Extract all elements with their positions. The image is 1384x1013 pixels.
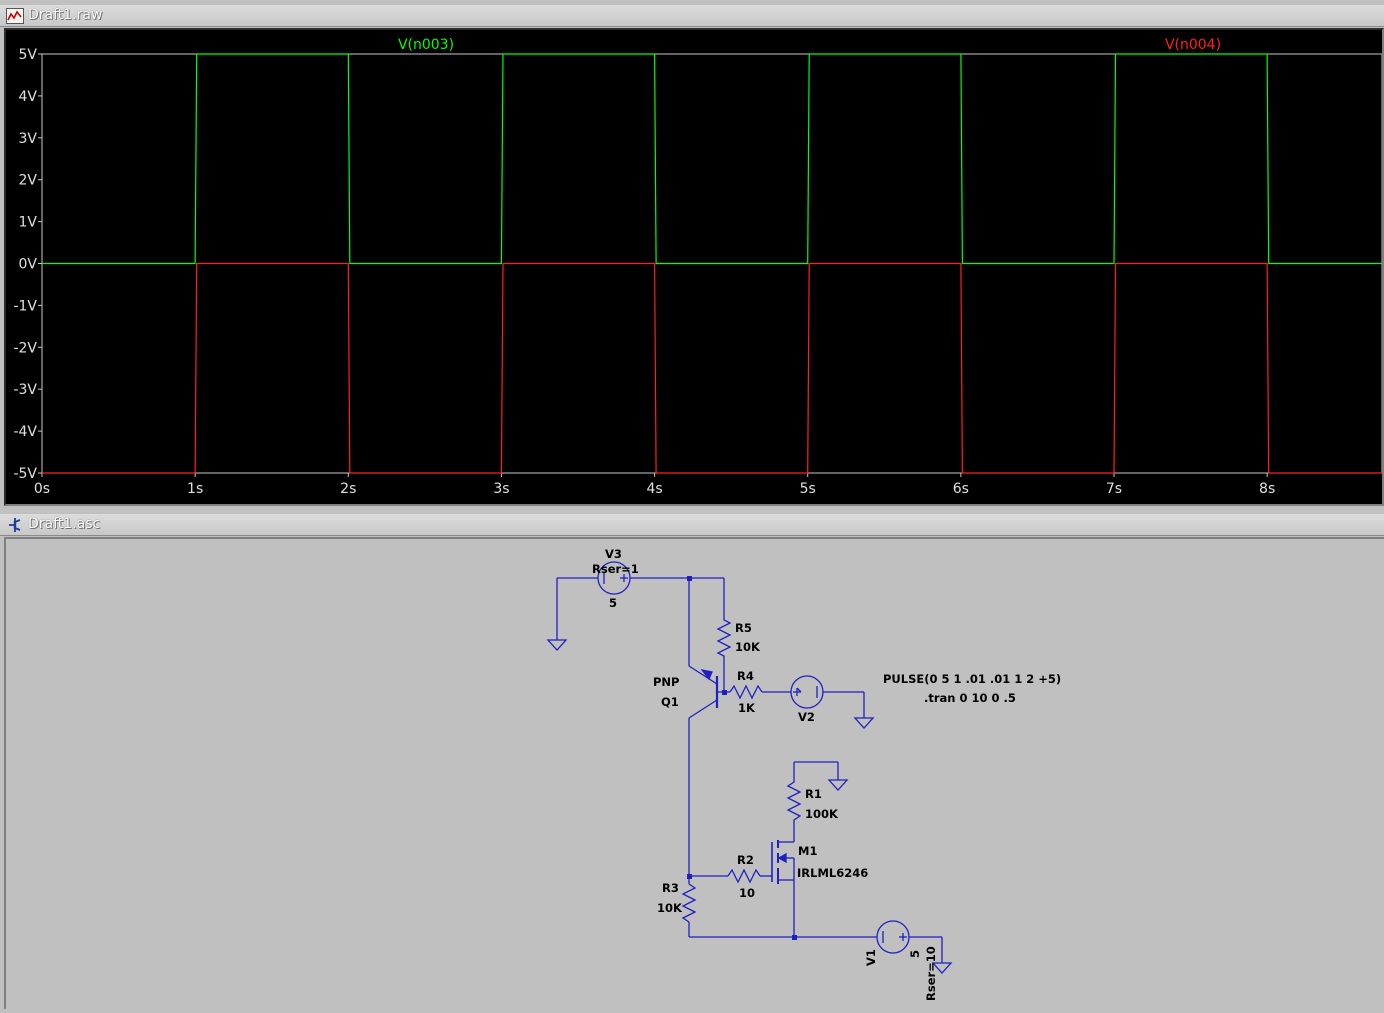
v1-name-label: V1 xyxy=(864,949,878,966)
trace-label-vn004[interactable]: V(n004) xyxy=(1165,37,1221,53)
q1-emitter-arrow xyxy=(700,669,713,681)
x-tick-label: 3s xyxy=(493,481,509,497)
v2-name-label: V2 xyxy=(798,710,815,724)
y-tick-label: -4V xyxy=(13,424,37,440)
r1-value-label: 100K xyxy=(805,807,839,821)
v3-source[interactable] xyxy=(597,561,631,595)
y-tick-label: 4V xyxy=(19,89,38,105)
r4-value-label: 1K xyxy=(738,701,756,715)
x-tick-label: 1s xyxy=(187,481,203,497)
v1-source[interactable] xyxy=(876,920,910,954)
m1-name-label: M1 xyxy=(798,844,817,858)
m1-body-arrow xyxy=(777,852,787,864)
y-tick-label: 0V xyxy=(19,257,38,273)
r2-resistor[interactable] xyxy=(727,868,761,884)
waveform-icon xyxy=(6,8,24,24)
y-tick-label: -3V xyxy=(13,382,37,398)
v2-source[interactable] xyxy=(790,675,824,709)
schematic-icon xyxy=(9,518,21,532)
ground-symbol xyxy=(931,962,953,974)
schematic-window-title: Draft1.asc xyxy=(28,516,101,532)
junction-dot xyxy=(722,690,727,695)
x-tick-label: 8s xyxy=(1259,481,1275,497)
y-tick-label: -1V xyxy=(13,298,37,314)
x-tick-label: 7s xyxy=(1106,481,1122,497)
plot-traces xyxy=(42,53,1382,474)
ground-symbol xyxy=(546,639,568,651)
ground-symbol xyxy=(853,717,875,729)
r2-name-label: R2 xyxy=(737,853,754,867)
junction-dot xyxy=(687,576,692,581)
r4-resistor[interactable] xyxy=(729,684,763,700)
tran-directive-label[interactable]: .tran 0 10 0 .5 xyxy=(924,691,1016,705)
x-tick-label: 4s xyxy=(646,481,662,497)
junction-dot xyxy=(687,874,692,879)
q1-emitter-lead xyxy=(688,665,718,685)
y-tick-label: 1V xyxy=(19,215,38,231)
r2-value-label: 10 xyxy=(739,886,755,900)
r5-name-label: R5 xyxy=(735,621,752,635)
x-tick-label: 6s xyxy=(953,481,969,497)
q1-name-label: Q1 xyxy=(661,695,679,709)
y-tick-label: 3V xyxy=(19,131,38,147)
junction-dot xyxy=(792,935,797,940)
schematic-window-titlebar[interactable]: Draft1.asc xyxy=(0,514,1384,536)
q1-type-label: PNP xyxy=(653,675,679,689)
v1-rser-label: Rser=10 xyxy=(924,946,938,1001)
y-tick-label: -2V xyxy=(13,340,37,356)
trace-vn004 xyxy=(42,262,1382,474)
r3-resistor[interactable] xyxy=(681,883,697,923)
r4-name-label: R4 xyxy=(737,669,754,683)
schematic-canvas[interactable]: V3 Rser=1 5 R5 10K R4 1K PNP Q1 V2 PULSE… xyxy=(4,537,1384,1009)
r3-value-label: 10K xyxy=(657,901,683,915)
trace-label-vn003[interactable]: V(n003) xyxy=(398,37,454,53)
r5-value-label: 10K xyxy=(735,640,761,654)
y-tick-label: 2V xyxy=(19,173,38,189)
x-tick-label: 5s xyxy=(800,481,816,497)
v3-rser-label: Rser=1 xyxy=(592,562,639,576)
r1-resistor[interactable] xyxy=(786,776,802,826)
q1-collector-lead xyxy=(688,699,718,719)
x-tick-label: 0s xyxy=(34,481,50,497)
r5-resistor[interactable] xyxy=(716,614,732,662)
v1-value-label: 5 xyxy=(908,950,922,958)
x-tick-label: 2s xyxy=(340,481,356,497)
ground-symbol xyxy=(827,779,849,791)
waveform-window-title: Draft1.raw xyxy=(28,7,103,23)
r1-name-label: R1 xyxy=(805,787,822,801)
pulse-spec-label[interactable]: PULSE(0 5 1 .01 .01 1 2 +5) xyxy=(883,672,1061,686)
trace-vn003 xyxy=(42,53,1382,265)
waveform-window-titlebar[interactable]: Draft1.raw xyxy=(0,5,1384,27)
window-splitter[interactable] xyxy=(0,506,1384,514)
v3-value-label: 5 xyxy=(609,596,617,610)
v3-name-label: V3 xyxy=(605,547,622,561)
y-tick-label: 5V xyxy=(19,47,38,63)
r3-name-label: R3 xyxy=(662,881,679,895)
y-tick-label: -5V xyxy=(13,466,37,482)
schematic-drawing[interactable]: V3 Rser=1 5 R5 10K R4 1K PNP Q1 V2 PULSE… xyxy=(6,539,1384,1009)
m1-model-label: IRLML6246 xyxy=(797,866,868,880)
